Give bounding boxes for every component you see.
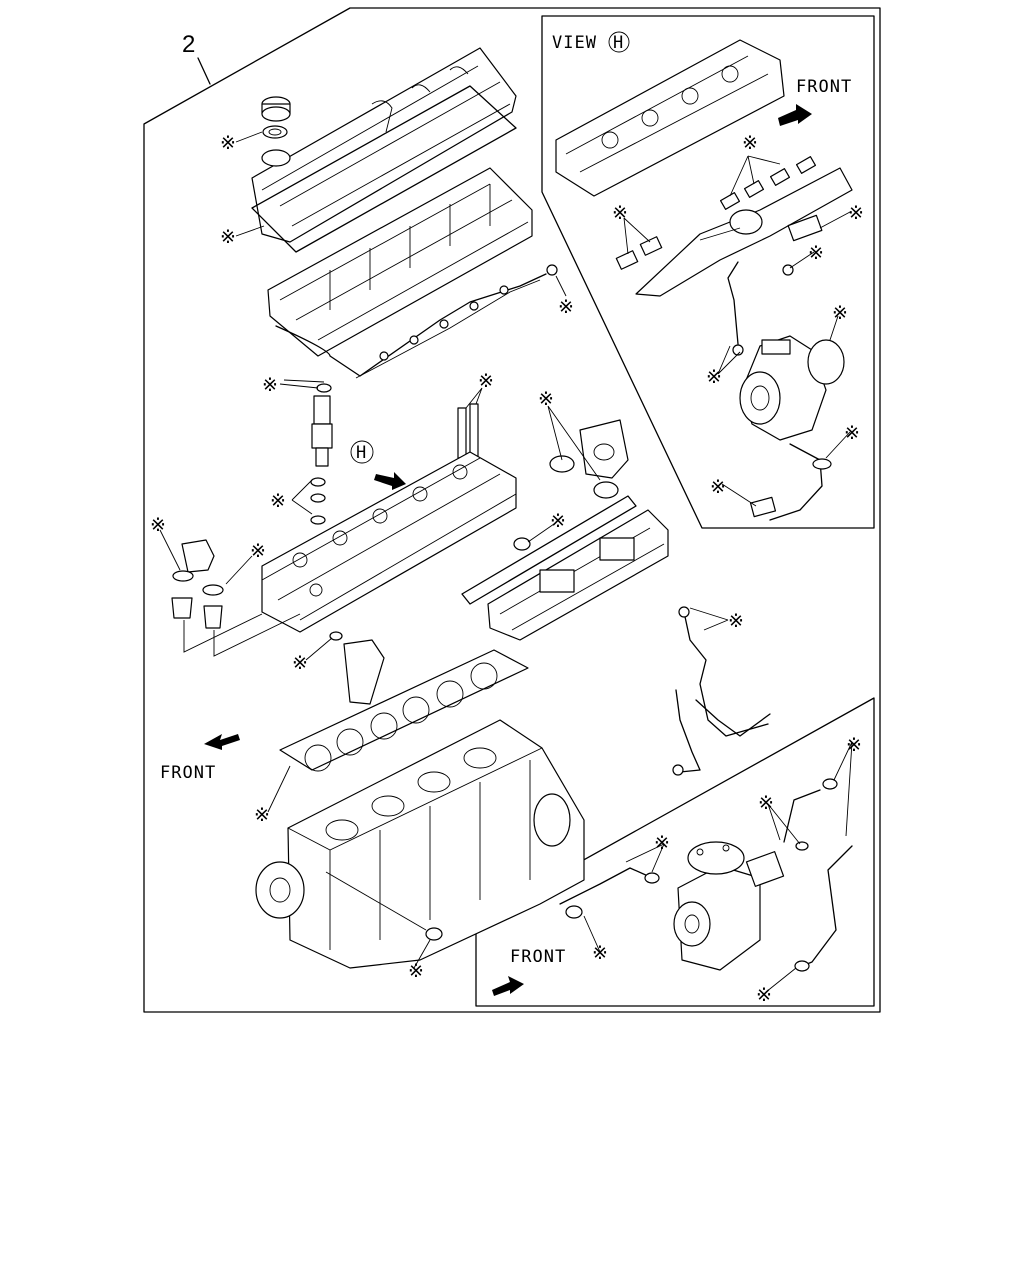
head-bolts <box>457 403 479 459</box>
asterisk-circle-icon: ※ <box>756 984 772 1006</box>
gasket-markers: ※ ※ ※ ※ ※ ※ ※ ※ ※ ※ ※ ※ ※ ※ ※ ※ ※ ※ ※ ※ ※ ※ ※ ※ ※ ※ ※ <box>150 132 864 1006</box>
pump-return-pipes <box>783 778 853 972</box>
asterisk-circle-icon: ※ <box>220 226 236 248</box>
coolant-pipe <box>343 639 385 705</box>
gasket-marker-leaders <box>159 131 853 993</box>
svg-text:FRONT: FRONT <box>796 77 852 97</box>
cylinder-head-gasket <box>279 649 529 772</box>
head-port-seal <box>513 537 531 551</box>
asterisk-circle-icon: ※ <box>538 388 554 410</box>
asterisk-circle-icon: ※ <box>408 960 424 982</box>
oil-filler-cap <box>261 96 291 122</box>
egr-gaskets <box>549 455 619 499</box>
turbo-inlet-gasket <box>787 214 823 242</box>
fuel-pump-panel <box>475 697 875 1007</box>
arrow-icon <box>492 976 524 996</box>
exhaust-manifold-gaskets <box>719 156 817 210</box>
asterisk-circle-icon: ※ <box>292 652 308 674</box>
injector-harness <box>355 264 558 379</box>
injector-seals <box>310 477 326 525</box>
injection-pipe-assembly <box>672 606 771 776</box>
asterisk-circle-icon: ※ <box>844 422 860 444</box>
pump-feed-pipe <box>559 867 660 919</box>
block-plug-seal <box>425 927 443 941</box>
arrow-icon <box>374 472 406 490</box>
thermostat-leader <box>183 613 301 657</box>
asterisk-circle-icon: ※ <box>150 514 166 536</box>
asterisk-circle-icon: ※ <box>270 490 286 512</box>
egr-valve-body <box>579 419 629 479</box>
asterisk-circle-icon: ※ <box>848 202 864 224</box>
cylinder-head <box>261 451 517 633</box>
circled-letter-icon <box>350 440 374 464</box>
svg-text:H: H <box>613 33 624 53</box>
asterisk-circle-icon: ※ <box>742 132 758 154</box>
svg-text:H: H <box>356 443 367 463</box>
filler-cap-seal <box>262 125 288 139</box>
kit-outline-frame <box>143 7 881 1013</box>
turbocharger <box>739 335 827 441</box>
rocker-cover-gasket <box>251 85 517 253</box>
asterisk-circle-icon: ※ <box>728 610 744 632</box>
cylinder-block <box>255 719 585 969</box>
cam-carrier-housing <box>267 167 533 357</box>
asterisk-circle-icon: ※ <box>832 302 848 324</box>
intake-manifold-gasket <box>461 495 637 605</box>
asterisk-circle-icon: ※ <box>220 132 236 154</box>
front-indicator-main: FRONT <box>160 734 240 783</box>
cam-carrier-gasket <box>275 273 547 377</box>
item-number: 2 <box>182 31 195 58</box>
intake-manifold <box>487 509 669 641</box>
view-h-panel <box>541 15 875 529</box>
asterisk-circle-icon: ※ <box>846 734 862 756</box>
arrow-icon <box>778 104 812 126</box>
asterisk-circle-icon: ※ <box>612 202 628 224</box>
turbo-oil-return-pipe <box>749 443 832 521</box>
view-h-cylinder-head <box>555 39 785 197</box>
asterisk-circle-icon: ※ <box>654 832 670 854</box>
asterisk-circle-icon: ※ <box>592 942 608 964</box>
front-indicator-view-h: FRONT <box>778 77 852 126</box>
fuel-injector <box>311 383 333 467</box>
asterisk-circle-icon: ※ <box>710 476 726 498</box>
head-plug-seal <box>329 631 343 641</box>
front-indicator-pump: FRONT <box>492 947 566 996</box>
svg-text:FRONT: FRONT <box>510 947 566 967</box>
asterisk-circle-icon: ※ <box>808 242 824 264</box>
asterisk-circle-icon: ※ <box>706 366 722 388</box>
circled-letter-icon <box>608 31 630 53</box>
section-marker-h: H <box>350 440 406 490</box>
turbo-outlet-gasket <box>807 339 845 385</box>
pump-bracket-gasket <box>745 851 785 887</box>
svg-text:FRONT: FRONT <box>160 763 216 783</box>
asterisk-circle-icon: ※ <box>478 370 494 392</box>
asterisk-circle-icon: ※ <box>254 804 270 826</box>
block-seal-leader <box>325 871 427 931</box>
fuel-supply-pump <box>673 841 761 971</box>
egr-cooler-gaskets <box>615 236 663 270</box>
svg-text:VIEW: VIEW <box>552 33 597 53</box>
item-number-leader <box>197 57 211 85</box>
asterisk-circle-icon: ※ <box>758 792 774 814</box>
arrow-icon <box>204 734 240 750</box>
water-outlet-housing <box>172 539 224 596</box>
view-h-heading: VIEW H <box>552 31 630 53</box>
thermostats <box>171 597 223 629</box>
exhaust-manifold <box>635 167 853 297</box>
asterisk-circle-icon: ※ <box>550 510 566 532</box>
asterisk-circle-icon: ※ <box>262 374 278 396</box>
turbo-oil-feed-pipe <box>727 261 794 356</box>
asterisk-circle-icon: ※ <box>558 296 574 318</box>
asterisk-circle-icon: ※ <box>250 540 266 562</box>
